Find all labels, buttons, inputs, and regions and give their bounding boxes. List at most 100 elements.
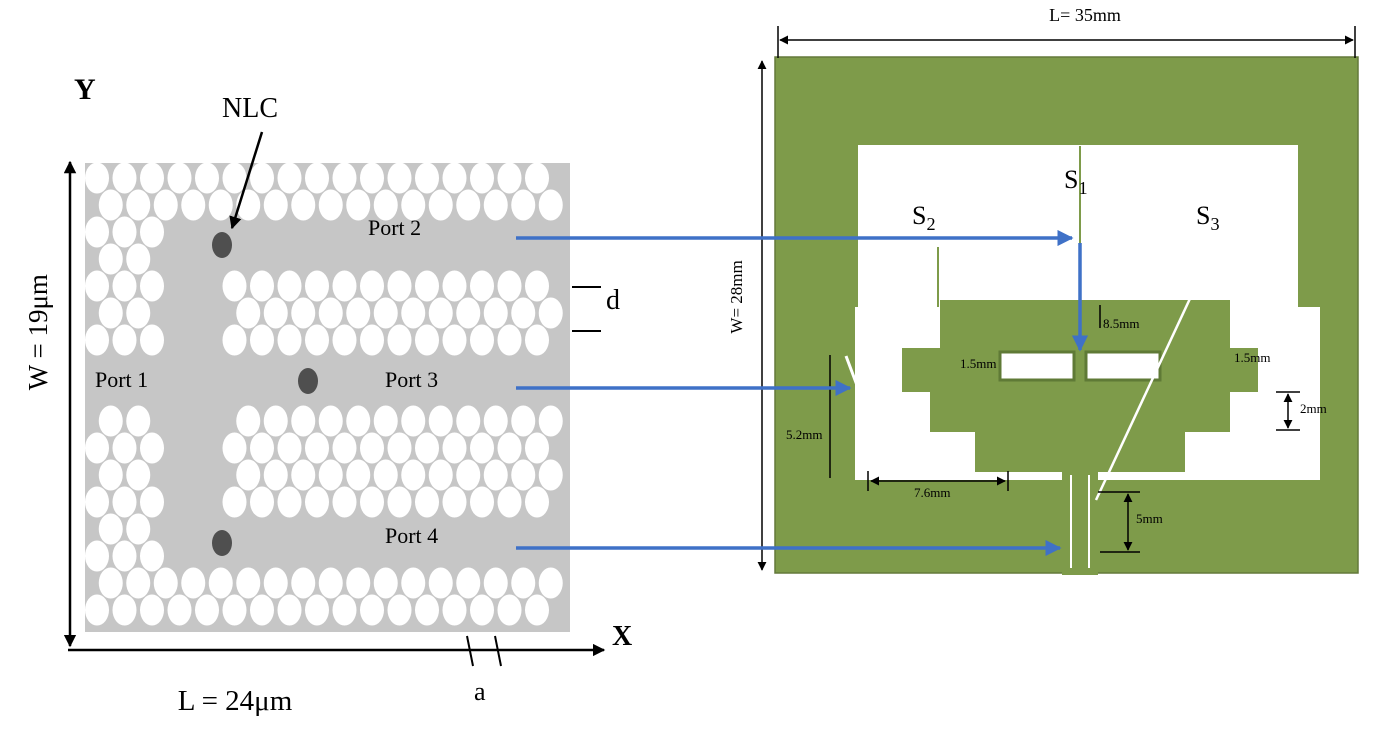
air-hole — [483, 567, 508, 599]
air-hole — [525, 432, 549, 464]
air-hole — [442, 270, 467, 302]
air-hole — [98, 405, 123, 437]
air-hole — [401, 567, 426, 599]
air-hole — [415, 162, 439, 194]
air-hole — [456, 459, 481, 491]
air-hole — [442, 594, 467, 626]
air-hole — [346, 459, 371, 491]
air-hole — [401, 459, 426, 491]
air-hole — [497, 594, 522, 626]
air-hole — [346, 189, 371, 221]
air-hole — [85, 270, 109, 302]
lattice-constant-label: a — [474, 677, 486, 706]
air-hole — [470, 270, 494, 302]
air-hole — [318, 459, 343, 491]
air-hole — [428, 567, 453, 599]
antenna-width-label: W= 28mm — [727, 260, 747, 334]
slots — [998, 350, 1162, 382]
air-hole — [291, 297, 316, 329]
air-hole — [511, 189, 536, 221]
y-axis-label: Y — [74, 73, 96, 106]
air-hole — [360, 324, 384, 356]
air-hole — [483, 297, 508, 329]
patch-step-2 — [902, 348, 1258, 392]
air-hole — [305, 432, 329, 464]
air-hole — [85, 324, 109, 356]
dim-label-7-6mm: 7.6mm — [914, 485, 951, 500]
air-hole — [332, 432, 357, 464]
air-hole — [387, 486, 412, 518]
air-hole — [85, 216, 109, 248]
air-hole — [208, 189, 233, 221]
hole-spacing-label: d — [606, 285, 620, 316]
air-hole — [112, 270, 137, 302]
air-hole — [415, 432, 439, 464]
air-hole — [126, 243, 151, 275]
air-hole — [277, 270, 302, 302]
air-hole — [98, 189, 123, 221]
air-hole — [346, 405, 371, 437]
air-hole — [538, 189, 563, 221]
x-axis-label: X — [612, 621, 633, 652]
air-hole — [332, 270, 357, 302]
port3-label: Port 3 — [385, 367, 439, 392]
white-detail-lines — [844, 244, 1217, 568]
air-hole — [140, 594, 164, 626]
air-hole — [98, 513, 123, 545]
air-hole — [277, 324, 302, 356]
air-hole — [263, 297, 288, 329]
air-hole — [346, 567, 371, 599]
air-hole — [222, 486, 247, 518]
air-hole — [153, 189, 178, 221]
air-hole — [470, 486, 494, 518]
air-hole — [483, 189, 508, 221]
air-hole — [456, 297, 481, 329]
air-hole — [470, 324, 494, 356]
air-hole — [98, 567, 123, 599]
air-hole — [456, 567, 481, 599]
air-hole — [373, 459, 398, 491]
air-hole — [415, 486, 439, 518]
air-hole — [236, 567, 261, 599]
air-hole — [195, 162, 219, 194]
air-hole — [373, 567, 398, 599]
air-hole — [442, 162, 467, 194]
nlc-dot-bottom — [212, 530, 232, 556]
air-hole — [305, 162, 329, 194]
air-hole — [318, 297, 343, 329]
air-hole — [497, 432, 522, 464]
air-hole — [538, 459, 563, 491]
air-hole — [511, 459, 536, 491]
air-hole — [305, 270, 329, 302]
dimension-lines — [757, 26, 1356, 571]
air-hole — [332, 162, 357, 194]
air-hole — [98, 459, 123, 491]
air-hole — [511, 297, 536, 329]
air-hole — [167, 594, 192, 626]
nlc-label: NLC — [222, 93, 278, 124]
patch-step-4 — [975, 430, 1185, 472]
air-hole — [85, 432, 109, 464]
air-hole — [387, 162, 412, 194]
s1-sub: 1 — [1078, 178, 1088, 199]
air-hole — [140, 324, 164, 356]
antenna-figure — [757, 26, 1359, 575]
crystal-slab — [85, 163, 570, 632]
air-hole — [85, 540, 109, 572]
patch-step-3 — [930, 392, 1230, 432]
length-dimension-label: L = 24μm — [177, 685, 293, 717]
air-hole — [525, 486, 549, 518]
air-hole — [525, 594, 549, 626]
air-hole — [318, 189, 343, 221]
port1-label: Port 1 — [95, 367, 149, 392]
slot-label-s3: S3 — [1196, 202, 1220, 234]
air-hole-lattice — [85, 162, 563, 626]
slot-label-s1: S1 — [1064, 166, 1088, 198]
left-chevron — [844, 355, 872, 393]
air-hole — [525, 162, 549, 194]
air-hole — [428, 405, 453, 437]
port4-label: Port 4 — [385, 523, 439, 548]
air-hole — [511, 567, 536, 599]
